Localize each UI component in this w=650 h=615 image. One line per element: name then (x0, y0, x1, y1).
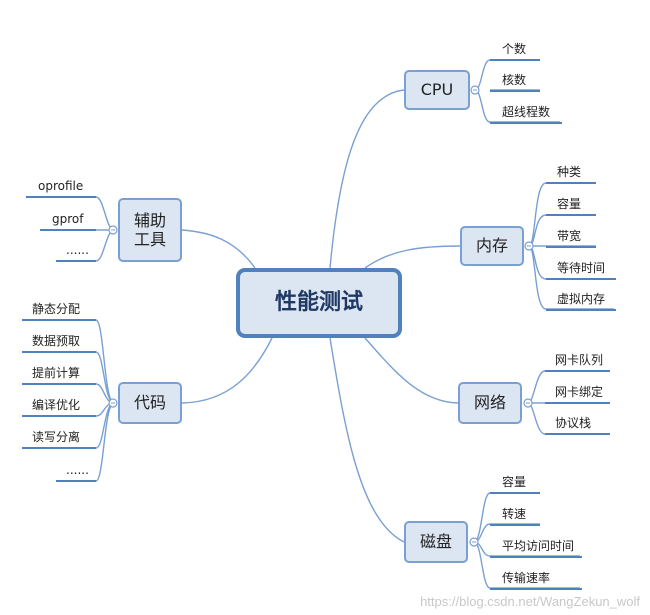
leaf-aux-oprofile[interactable]: oprofile (38, 179, 84, 193)
link-center-cpu (329, 89, 405, 269)
leaf-code-prefetch[interactable]: 数据预取 (32, 334, 81, 348)
link-center-net (364, 337, 459, 404)
leaf-cpu-cores[interactable]: 核数 (502, 73, 527, 87)
leaf-code-static-alloc[interactable]: 静态分配 (32, 302, 81, 316)
leaf-mem-bandwidth[interactable]: 带宽 (557, 229, 582, 243)
link-center-disk (329, 337, 405, 543)
leaf-disk-transfer-rate[interactable]: 传输速率 (502, 571, 551, 585)
leaf-disk-access-time[interactable]: 平均访问时间 (502, 539, 575, 553)
collapse-minus-signs (111, 89, 531, 543)
leaf-mem-type[interactable]: 种类 (557, 165, 582, 179)
branch-aux-tools[interactable]: 辅助 工具 (118, 198, 182, 262)
leaf-net-nic-bonding[interactable]: 网卡绑定 (555, 385, 604, 399)
branch-memory[interactable]: 内存 (460, 226, 524, 266)
center-topic[interactable]: 性能测试 (236, 268, 402, 338)
leaf-code-precompute[interactable]: 提前计算 (32, 366, 81, 380)
leaf-net-nic-queue[interactable]: 网卡队列 (555, 353, 604, 367)
link-center-code (181, 337, 273, 404)
leaf-net-protocol-stack[interactable]: 协议栈 (555, 416, 592, 430)
branch-network[interactable]: 网络 (458, 382, 522, 424)
leaf-disk-capacity[interactable]: 容量 (502, 475, 527, 489)
link-code-leaves (24, 319, 115, 482)
leaf-mem-latency[interactable]: 等待时间 (557, 261, 606, 275)
leaf-code-rw-split[interactable]: 读写分离 (32, 430, 81, 444)
link-mem-leaves (528, 182, 614, 310)
leaf-cpu-hyperthreads[interactable]: 超线程数 (502, 105, 551, 119)
leaf-aux-gprof[interactable]: gprof (52, 212, 84, 226)
watermark: https://blog.csdn.net/WangZekun_wolf (420, 594, 640, 609)
branch-cpu[interactable]: CPU (404, 70, 470, 110)
leaf-mem-virtual[interactable]: 虚拟内存 (557, 292, 606, 306)
leaf-cpu-count[interactable]: 个数 (502, 42, 527, 56)
link-center-aux (181, 229, 256, 269)
leaf-underlines (22, 59, 616, 590)
leaf-code-more[interactable]: ...... (66, 463, 89, 477)
leaf-code-compile-opt[interactable]: 编译优化 (32, 398, 81, 412)
branch-aux-tools-line2: 工具 (133, 230, 166, 249)
leaf-mem-capacity[interactable]: 容量 (557, 197, 582, 211)
branch-aux-tools-line1: 辅助 (133, 210, 166, 230)
branch-code[interactable]: 代码 (118, 382, 182, 424)
link-center-mem (364, 245, 461, 269)
link-disk-leaves (473, 492, 580, 589)
branch-disk[interactable]: 磁盘 (404, 521, 468, 563)
leaf-disk-rpm[interactable]: 转速 (502, 507, 527, 521)
leaf-aux-more[interactable]: ...... (66, 243, 89, 257)
